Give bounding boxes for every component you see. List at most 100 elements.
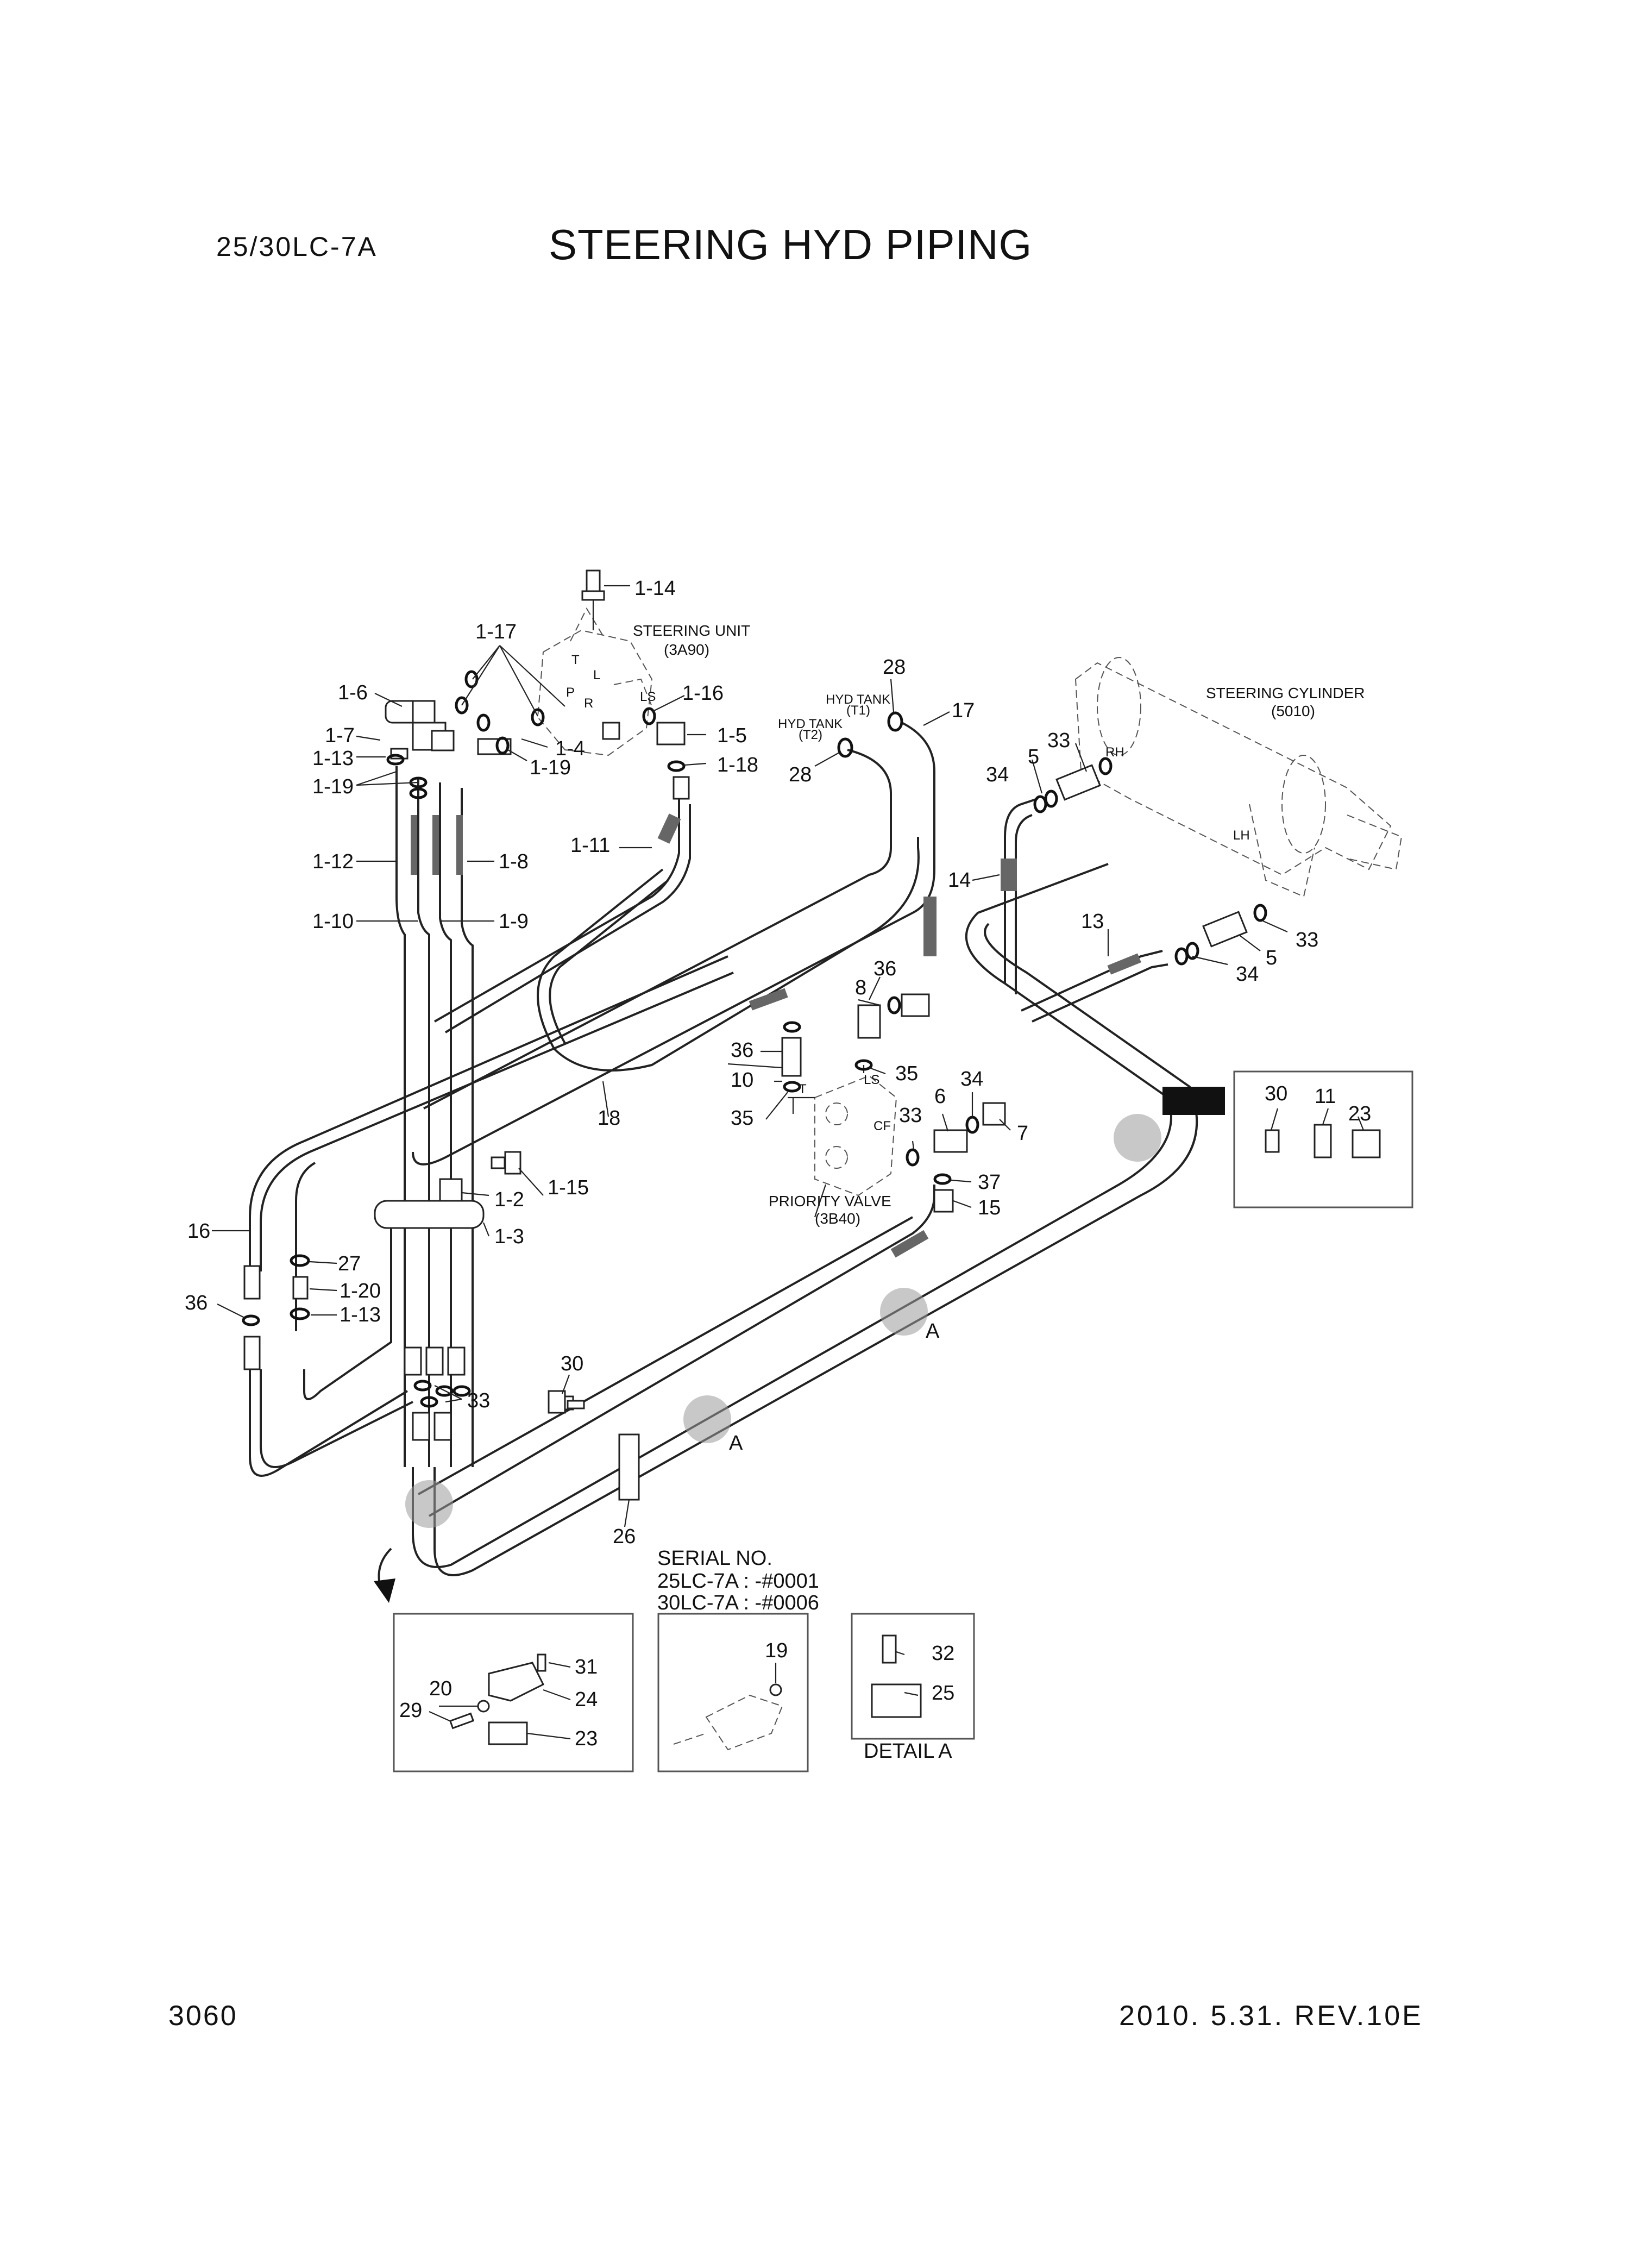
callout-1-17: 1-17 bbox=[475, 621, 517, 643]
callout-30-detail: 30 bbox=[1265, 1082, 1287, 1105]
page-title: STEERING HYD PIPING bbox=[549, 221, 1033, 268]
callout-1-19-mid: 1-19 bbox=[530, 756, 571, 779]
callout-5-top: 5 bbox=[1028, 745, 1039, 768]
callout-24: 24 bbox=[575, 1688, 598, 1711]
callout-1-9: 1-9 bbox=[499, 910, 529, 933]
callout-16: 16 bbox=[187, 1220, 210, 1243]
fittings-left-column bbox=[242, 1254, 566, 1414]
callout-1-8: 1-8 bbox=[499, 850, 529, 873]
port-t: T bbox=[799, 1082, 807, 1097]
fittings-top-left bbox=[385, 670, 690, 800]
callout-34-bottom: 34 bbox=[1236, 963, 1259, 986]
view-direction-arrowhead bbox=[374, 1578, 395, 1603]
hose-1-11 bbox=[434, 799, 691, 1033]
callout-1-12: 1-12 bbox=[312, 850, 354, 873]
callout-31: 31 bbox=[575, 1656, 598, 1678]
clamp-1-3 bbox=[374, 1151, 521, 1229]
priority-valve bbox=[788, 1065, 897, 1196]
detail-box-right: 30 11 23 bbox=[1233, 1070, 1413, 1208]
leader-lines bbox=[212, 645, 1288, 1527]
callout-33-cyl-bottom: 33 bbox=[1296, 929, 1318, 951]
callout-1-7: 1-7 bbox=[325, 724, 355, 747]
callout-1-4: 1-4 bbox=[555, 737, 585, 760]
callout-1-19-left: 1-19 bbox=[312, 775, 354, 798]
port-rh: RH bbox=[1105, 745, 1124, 760]
steering-unit-name: STEERING UNIT bbox=[633, 622, 750, 639]
view-marker-block bbox=[1162, 1087, 1225, 1115]
callout-14: 14 bbox=[948, 869, 971, 892]
serial-line-1: 25LC-7A : -#0001 bbox=[657, 1570, 819, 1593]
callout-32: 32 bbox=[932, 1642, 954, 1665]
port-r-su: R bbox=[584, 696, 593, 711]
callout-27: 27 bbox=[338, 1252, 361, 1275]
callout-36-left: 36 bbox=[185, 1292, 208, 1314]
fittings-bundle-lower bbox=[404, 1346, 471, 1441]
callout-1-13-top: 1-13 bbox=[312, 747, 354, 770]
callout-29: 29 bbox=[399, 1699, 422, 1722]
port-lh: LH bbox=[1233, 828, 1250, 843]
bolt-1-14 bbox=[581, 569, 630, 630]
hose-bundle-vertical bbox=[395, 766, 474, 1467]
callout-1-5: 1-5 bbox=[717, 724, 747, 747]
hose-14 bbox=[1001, 798, 1038, 994]
callout-33-cyl-top: 33 bbox=[1047, 729, 1070, 752]
callout-5-bottom: 5 bbox=[1266, 947, 1277, 969]
priority-valve-code: (3B40) bbox=[815, 1210, 860, 1227]
callout-18: 18 bbox=[598, 1107, 620, 1130]
callout-37: 37 bbox=[978, 1171, 1001, 1194]
hose-17 bbox=[412, 722, 935, 1166]
callout-1-3: 1-3 bbox=[494, 1225, 524, 1248]
inset-box-left: 31 24 20 29 23 bbox=[393, 1613, 634, 1772]
callout-1-15: 1-15 bbox=[548, 1176, 589, 1199]
hose-13 bbox=[1021, 950, 1168, 1023]
callout-30: 30 bbox=[561, 1352, 583, 1375]
inset-box-right: 32 25 bbox=[851, 1613, 975, 1740]
port-cf: CF bbox=[873, 1119, 891, 1133]
callout-8: 8 bbox=[855, 976, 866, 999]
callout-33-bundle: 33 bbox=[467, 1389, 490, 1412]
serial-line-2: 30LC-7A : -#0006 bbox=[657, 1592, 819, 1614]
callout-33-pv: 33 bbox=[899, 1104, 922, 1127]
callout-35-left: 35 bbox=[731, 1107, 753, 1130]
port-l-su: L bbox=[593, 668, 600, 682]
callout-34-top: 34 bbox=[986, 763, 1009, 786]
callout-36-mid: 36 bbox=[731, 1039, 753, 1062]
port-ls-su: LS bbox=[640, 690, 656, 704]
inset-box-middle: 19 bbox=[657, 1613, 809, 1772]
callout-6: 6 bbox=[934, 1085, 946, 1108]
callout-1-13-bottom: 1-13 bbox=[340, 1304, 381, 1326]
detail-markers bbox=[405, 1114, 1161, 1528]
steering-unit bbox=[537, 607, 653, 756]
fittings-priority-valve bbox=[781, 993, 1006, 1213]
callout-28-bottom: 28 bbox=[789, 763, 812, 786]
callout-1-14: 1-14 bbox=[634, 577, 676, 600]
callout-17: 17 bbox=[952, 699, 975, 722]
steering-cylinder-name: STEERING CYLINDER bbox=[1206, 685, 1365, 701]
callout-1-11: 1-11 bbox=[570, 834, 610, 857]
serial-heading: SERIAL NO. bbox=[657, 1547, 772, 1570]
callout-34-pv: 34 bbox=[960, 1068, 983, 1091]
callout-1-18: 1-18 bbox=[717, 754, 758, 776]
callout-7: 7 bbox=[1017, 1122, 1028, 1145]
callout-1-16: 1-16 bbox=[682, 682, 724, 705]
callout-20: 20 bbox=[429, 1677, 452, 1700]
callout-26: 26 bbox=[613, 1525, 636, 1548]
steering-unit-code: (3A90) bbox=[664, 641, 709, 658]
hyd-tank-1-name: HYD TANK bbox=[826, 692, 890, 707]
steering-cylinder-code: (5010) bbox=[1271, 703, 1315, 719]
callout-a-lower: A bbox=[729, 1432, 743, 1455]
hyd-tank-2-name: HYD TANK bbox=[778, 717, 843, 731]
model-label: 25/30LC-7A bbox=[216, 231, 378, 262]
callout-13: 13 bbox=[1081, 910, 1104, 933]
fittings-hyd-tank bbox=[837, 711, 903, 758]
return-tube-lower bbox=[412, 863, 1198, 1576]
fittings-cylinder bbox=[1033, 757, 1267, 966]
priority-valve-name: PRIORITY VALVE bbox=[769, 1193, 891, 1210]
callout-15: 15 bbox=[978, 1196, 1001, 1219]
callout-1-20: 1-20 bbox=[340, 1280, 381, 1302]
callout-1-6: 1-6 bbox=[338, 681, 368, 704]
callout-1-10: 1-10 bbox=[312, 910, 354, 933]
port-t-su: T bbox=[571, 653, 580, 667]
